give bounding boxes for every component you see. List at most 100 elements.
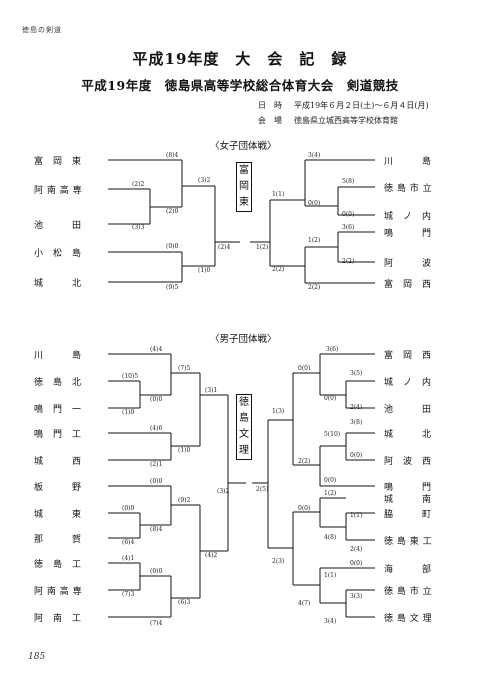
team-name: 徳 島 市 立	[384, 184, 433, 194]
score: (2)4	[218, 244, 231, 251]
men-champion-char: 理	[239, 445, 249, 456]
score: (1)0	[198, 267, 211, 274]
score: (4)6	[150, 425, 163, 432]
score: 0(0)	[298, 365, 311, 372]
team-name: 那 賀	[34, 535, 82, 545]
score: (3)2	[198, 177, 211, 184]
page-subtitle: 平成19年度 徳島県高等学校総合体育大会 剣道競技	[81, 78, 399, 93]
score: 0(0)	[308, 200, 321, 207]
score: 3(8)	[350, 419, 363, 426]
score: 0(0)	[298, 505, 311, 512]
team-name: 脇 町	[384, 510, 432, 520]
women-champion-char: 岡	[239, 181, 249, 192]
team-name: 富 岡 西	[384, 280, 432, 290]
women-champion-box: 富 岡 東	[236, 162, 252, 212]
score: 3(3)	[350, 593, 363, 600]
team-name: 富 岡 東	[34, 157, 82, 167]
score: 3(6)	[326, 346, 339, 353]
team-name: 池 田	[34, 221, 82, 231]
score: 2(3)	[272, 558, 285, 565]
venue-value: 徳島県立城西高等学校体育館	[294, 116, 398, 125]
score: (3)1	[205, 387, 218, 394]
score: (0)0	[166, 243, 179, 250]
team-name: 城 南	[384, 495, 432, 505]
score: 3(5)	[350, 370, 363, 377]
score: (7)3	[122, 591, 135, 598]
header-tag: 徳島の剣道	[22, 26, 62, 34]
score: (9)5	[166, 284, 179, 291]
score: 1(2)	[308, 237, 321, 244]
score: (6)4	[122, 539, 135, 546]
team-name: 海 部	[384, 565, 432, 575]
score: (6)3	[178, 599, 191, 606]
score: 4(7)	[298, 600, 311, 607]
page-title: 平成19年度 大 会 記 録	[132, 50, 348, 68]
score: (4)1	[122, 555, 135, 562]
men-champion-box: 徳 島 文 理	[236, 394, 252, 460]
team-name: 城 北	[384, 430, 432, 440]
date-value: 平成19年６月２日(土)～６月４日(月)	[294, 101, 429, 110]
score: 1(2)	[324, 490, 337, 497]
team-name: 阿 南 工	[34, 614, 82, 624]
score: 5(8)	[342, 178, 355, 185]
score: 3(4)	[308, 152, 321, 159]
team-name: 徳 島 北	[34, 378, 82, 388]
score: 1(1)	[272, 191, 285, 198]
score: (4)4	[150, 346, 163, 353]
score: (0)0	[150, 478, 163, 485]
team-name: 徳 島 東 工	[384, 537, 433, 547]
score: 3(4)	[324, 618, 337, 625]
score: (0)0	[122, 505, 135, 512]
team-name: 城 ノ 内	[384, 212, 432, 222]
team-name: 鳴 門	[384, 229, 432, 239]
women-heading: 〈女子団体戦〉	[210, 141, 277, 152]
team-name: 徳 島 工	[34, 560, 82, 570]
score: 1(1)	[324, 572, 337, 579]
team-name: 富 岡 西	[384, 351, 432, 361]
score: 0(0)	[350, 452, 363, 459]
men-champion-char: 徳	[239, 397, 249, 408]
team-name: 城 ノ 内	[384, 378, 432, 388]
score: (2)2	[132, 181, 145, 188]
score: (0)0	[150, 568, 163, 575]
team-name: 阿 波 西	[384, 457, 432, 467]
team-name: 城 西	[34, 457, 82, 467]
score: (8)4	[166, 152, 179, 159]
women-champion-char: 富	[239, 165, 249, 176]
team-name: 阿 波	[384, 259, 432, 269]
score: 1(3)	[272, 408, 285, 415]
score: (2)0	[166, 208, 179, 215]
women-champion-char: 東	[239, 197, 249, 208]
score: 0(0)	[342, 211, 355, 218]
team-name: 鳴 門	[384, 483, 432, 493]
team-name: 徳 島 市 立	[384, 587, 433, 597]
team-name: 徳 島 文 理	[384, 614, 433, 624]
score: 1(1)	[350, 512, 363, 519]
team-name: 鳴 門 工	[34, 430, 82, 440]
score: 2(5)	[256, 486, 269, 493]
score: 2(2)	[298, 458, 311, 465]
score: 2(2)	[272, 266, 285, 273]
score: 5(10)	[324, 431, 341, 438]
men-champion-char: 島	[239, 413, 249, 424]
score: 2(4)	[350, 404, 363, 411]
score: (1)0	[178, 447, 191, 454]
team-name: 鳴 門 一	[34, 405, 82, 415]
score: (1)0	[122, 409, 135, 416]
score: 4(8)	[324, 534, 337, 541]
score: 3(6)	[342, 224, 355, 231]
score: 0(0)	[350, 560, 363, 567]
team-name: 川 島	[34, 351, 82, 361]
team-name: 阿 南 高 専	[34, 186, 83, 196]
score: 2(2)	[342, 258, 355, 265]
score: 1(2)	[256, 244, 269, 251]
score: (3)2	[217, 488, 230, 495]
score: (2)1	[150, 461, 163, 468]
score: 0(0)	[324, 395, 337, 402]
team-name: 阿 南 高 専	[34, 587, 83, 597]
score: (0)0	[150, 396, 163, 403]
score: (4)2	[205, 552, 218, 559]
score: (7)5	[178, 365, 191, 372]
